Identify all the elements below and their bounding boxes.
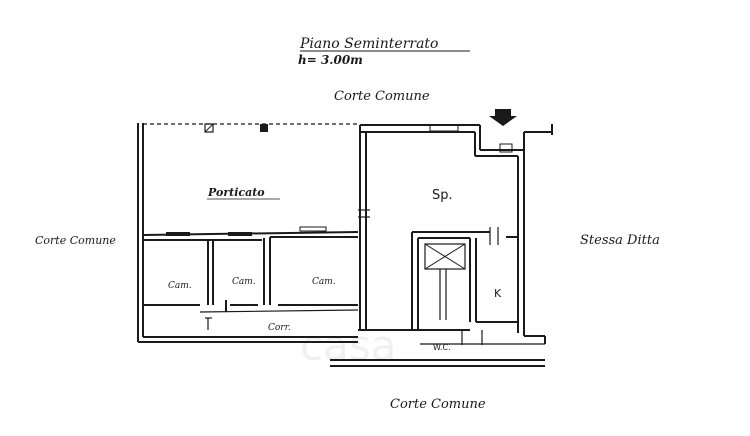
room-label-porticato: Porticato: [207, 186, 265, 199]
interior-walls-bedrooms: [142, 123, 359, 330]
label-right-same-owner: Stessa Ditta: [580, 233, 660, 248]
entrance-arrow-icon: [489, 109, 517, 126]
room-label-soggiorno: Sp.: [432, 188, 453, 203]
label-bottom-courtyard: Corte Comune: [390, 397, 486, 412]
interior-walls-living: [358, 124, 518, 345]
room-label-cam-2: Cam.: [232, 277, 256, 287]
label-left-courtyard: Corte Comune: [35, 234, 116, 247]
room-label-cam-1: Cam.: [168, 281, 192, 291]
room-label-cucina: K: [494, 287, 502, 300]
room-label-corridoio: Corr.: [268, 323, 291, 333]
plan-title: Piano Seminterrato: [299, 36, 438, 52]
plan-height: h= 3.00m: [298, 53, 363, 67]
watermark: casa: [300, 321, 396, 370]
label-top-courtyard: Corte Comune: [334, 89, 430, 104]
room-label-cam-3: Cam.: [312, 277, 336, 287]
room-label-bagno: W.C.: [433, 343, 451, 352]
